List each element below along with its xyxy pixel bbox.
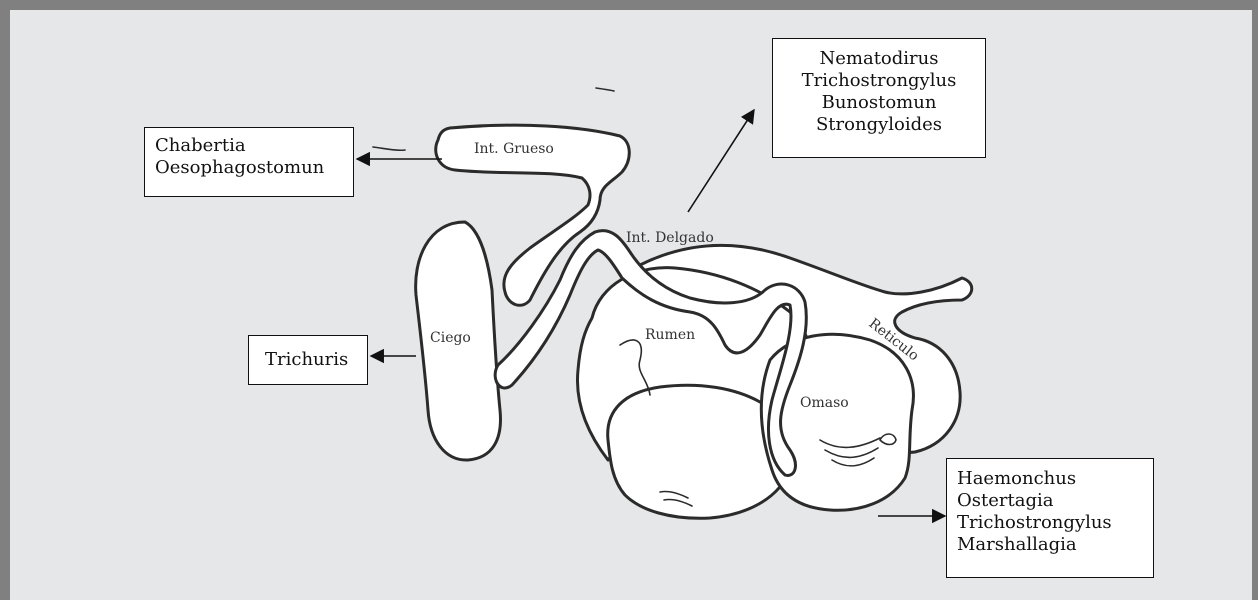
parasite-name: Nematodirus	[779, 48, 979, 70]
parasite-name: Haemonchus	[957, 468, 1143, 490]
rumen-label: Rumen	[645, 327, 695, 343]
int-grueso-label: Int. Grueso	[474, 141, 554, 157]
small-intestine-parasites-box: Nematodirus Trichostrongylus Bunostomun …	[772, 38, 986, 158]
parasite-name: Marshallagia	[957, 534, 1143, 556]
arrow-to-small-intestine-box	[688, 110, 754, 212]
abomasum-parasites-box: Haemonchus Ostertagia Trichostrongylus M…	[946, 458, 1154, 578]
cecum-parasites-box: Trichuris	[248, 335, 368, 385]
stray-mark-2	[373, 147, 405, 150]
parasite-name: Chabertia	[155, 135, 343, 157]
parasite-name: Bunostomun	[779, 92, 979, 114]
parasite-name: Trichostrongylus	[957, 512, 1143, 534]
parasite-name: Trichostrongylus	[779, 70, 979, 92]
int-delgado-label: Int. Delgado	[626, 230, 714, 246]
omaso-label: Omaso	[800, 395, 849, 411]
parasite-name: Strongyloides	[779, 114, 979, 136]
parasite-name: Ostertagia	[957, 490, 1143, 512]
parasite-name: Oesophagostomun	[155, 157, 343, 179]
stray-mark-1	[596, 88, 614, 91]
large-intestine-parasites-box: Chabertia Oesophagostomun	[144, 127, 354, 197]
parasite-name: Trichuris	[265, 349, 351, 371]
ciego-label: Ciego	[430, 330, 471, 346]
